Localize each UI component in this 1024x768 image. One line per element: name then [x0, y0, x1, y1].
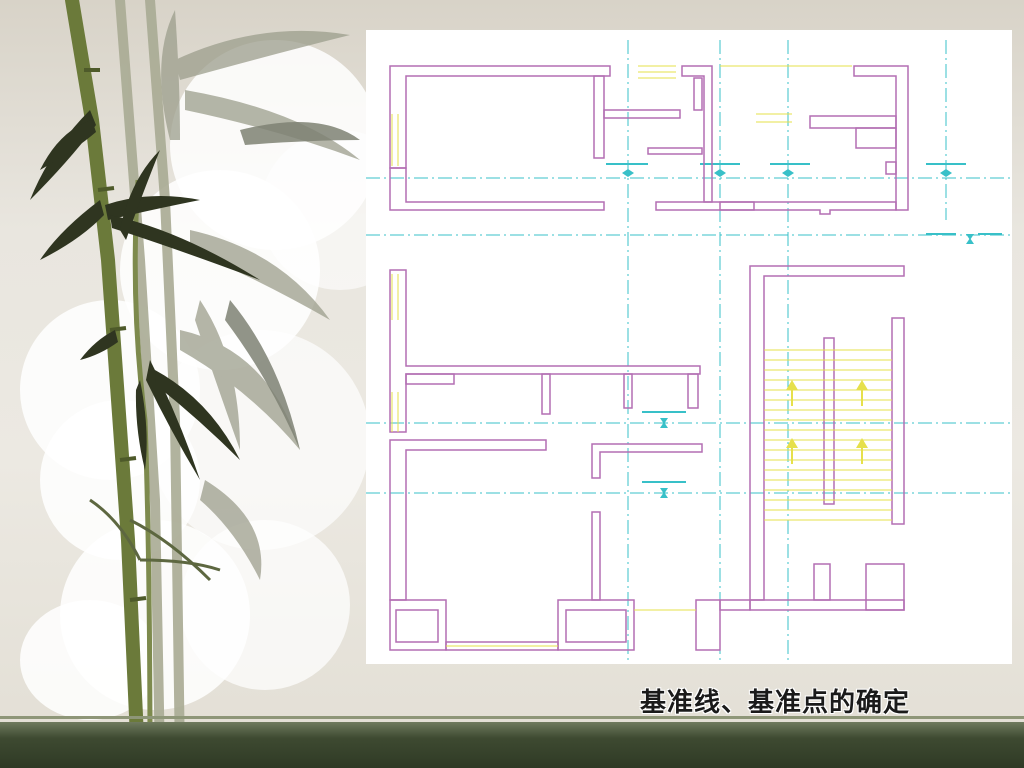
bamboo-illustration: [30, 0, 360, 767]
bokeh-circle: [180, 520, 350, 690]
floor-plan-svg: [366, 40, 1012, 660]
floor-plan-drawing: [366, 30, 1012, 664]
stair-treads: [391, 65, 892, 647]
wall-outlines: [389, 65, 909, 651]
footer-band: [0, 722, 1024, 768]
datum-markers: [622, 169, 974, 498]
stair-arrows: [786, 380, 868, 464]
datum-lines: [366, 40, 1012, 660]
footer-divider: [0, 716, 1024, 719]
datum-annotation-lines: [606, 163, 1002, 483]
slide-caption: 基准线、基准点的确定: [640, 688, 911, 718]
